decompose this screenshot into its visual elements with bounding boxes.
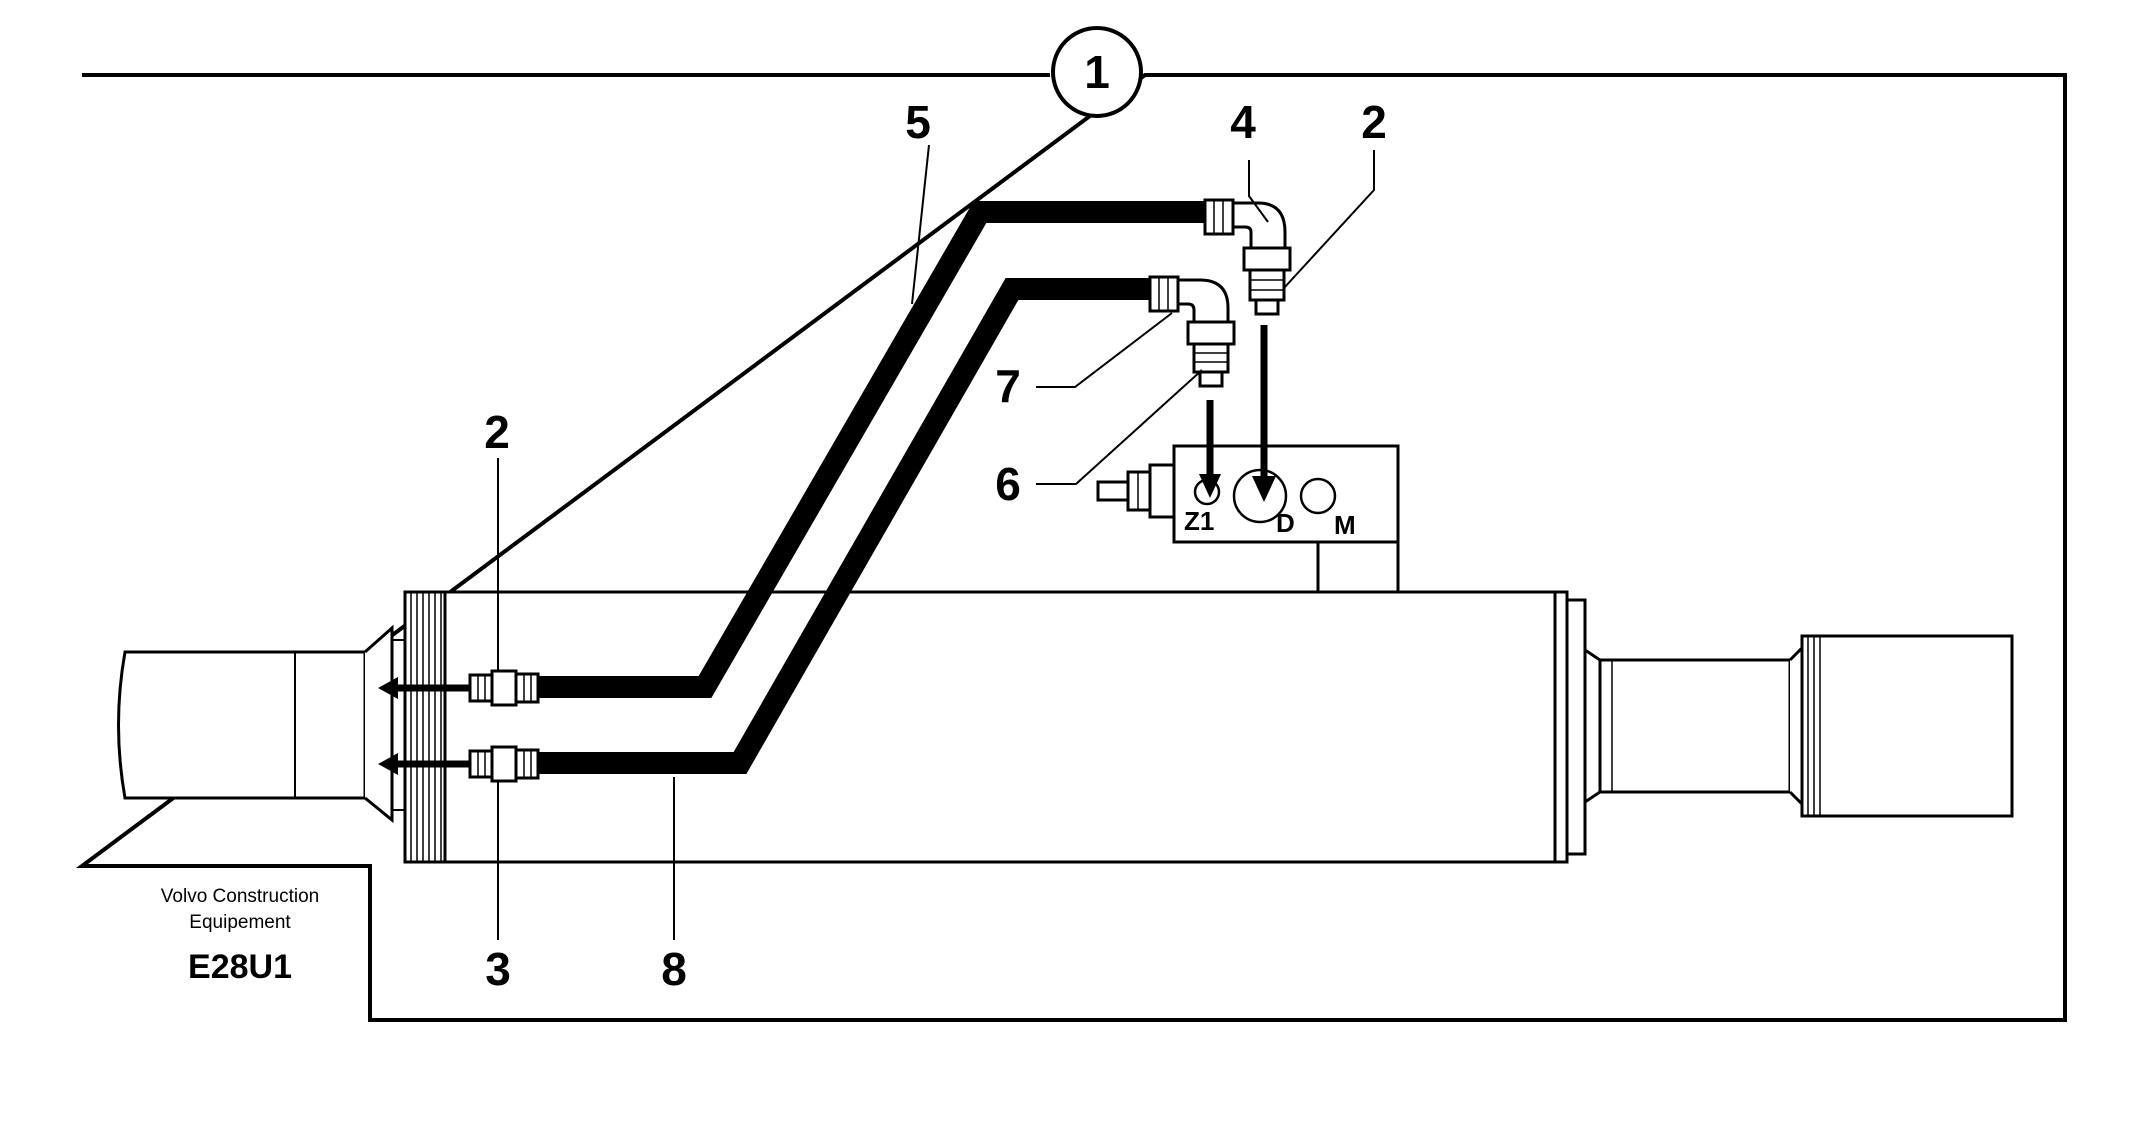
arrow-left-lower (378, 753, 470, 775)
port-label-z1: Z1 (1184, 506, 1214, 536)
port-label-m: M (1334, 510, 1356, 540)
label-4: 4 (1230, 96, 1256, 148)
straight-fitting-3 (468, 745, 540, 783)
rod-end-left (117, 624, 394, 824)
label-3: 3 (485, 943, 511, 995)
port-d-circle (1232, 468, 1288, 524)
leader-lines (497, 144, 1375, 940)
hose-8 (535, 278, 1150, 774)
port-m-circle (1299, 477, 1337, 515)
arrow-down-to-d (1252, 325, 1276, 502)
port-label-d: D (1276, 508, 1295, 538)
valve-block: Z1 D M (1096, 444, 1400, 594)
arrow-down-to-z1 (1199, 400, 1221, 498)
piston-rod-right (1598, 634, 2014, 818)
credit-line-2: Equipement (189, 912, 291, 933)
callout-number: 1 (1084, 46, 1110, 98)
credit-block: Volvo Construction Equipement E28U1 (161, 886, 319, 986)
elbow-fitting-7 (1148, 275, 1236, 388)
label-2-top: 2 (1361, 96, 1387, 148)
straight-fitting-2 (468, 669, 540, 707)
drawing-code: E28U1 (188, 948, 292, 986)
callout-1: 1 (1051, 26, 1143, 118)
credit-line-1: Volvo Construction (161, 886, 319, 907)
hose-5 (535, 201, 1205, 698)
cylinder-head-ribs (392, 590, 447, 864)
label-2-left: 2 (484, 406, 510, 458)
label-8: 8 (661, 943, 687, 995)
label-7: 7 (995, 360, 1021, 412)
label-6: 6 (995, 458, 1021, 510)
outer-frame (75, 73, 2067, 1022)
label-5: 5 (905, 96, 931, 148)
elbow-fitting-4 (1203, 198, 1292, 316)
arrow-left-upper (378, 677, 470, 699)
cylinder-barrel (443, 590, 1602, 864)
